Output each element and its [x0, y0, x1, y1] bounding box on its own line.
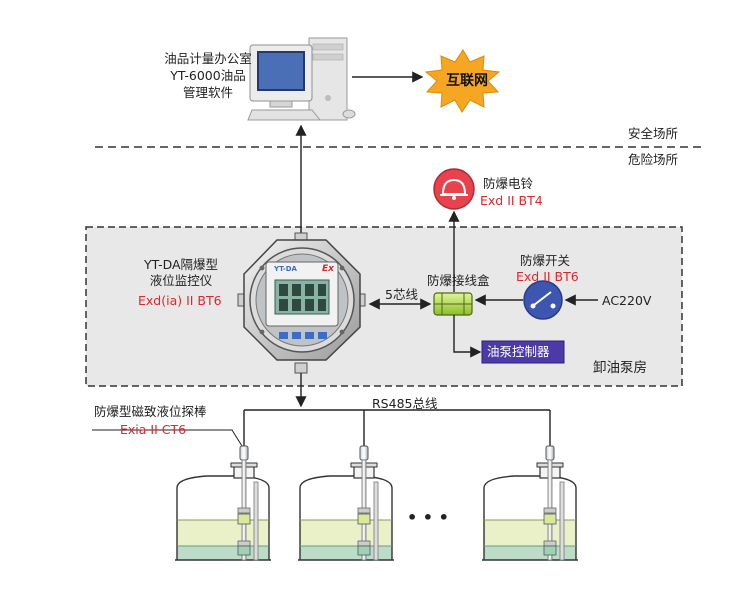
- alarm-bell-icon: [433, 168, 475, 210]
- office-line-1: 油品计量办公室: [164, 51, 252, 66]
- bell-rating: Exd II BT4: [480, 193, 543, 208]
- monitor-name-line-1: YT-DA隔爆型: [143, 257, 219, 272]
- tank-1: [175, 445, 271, 561]
- monitor-name: YT-DA隔爆型 液位监控仪: [128, 257, 234, 289]
- probe-label-leader: [92, 429, 243, 447]
- junction-box-icon: [433, 292, 473, 316]
- junction-box-name: 防爆接线盒: [427, 273, 490, 288]
- switch-name: 防爆开关: [520, 253, 571, 268]
- monitor-rating: Exd(ia) II BT6: [138, 293, 222, 308]
- tank-3: [482, 445, 578, 561]
- internet-starburst: [424, 49, 501, 113]
- switch-icon: [523, 280, 563, 320]
- probe-rating: Exia II CT6: [120, 422, 187, 437]
- office-line-3: 管理软件: [182, 85, 233, 100]
- probe-name: 防爆型磁致液位探棒: [94, 404, 207, 419]
- hazard-zone-label: 危险场所: [628, 152, 679, 167]
- switch-rating: Exd II BT6: [516, 269, 579, 284]
- pump-controller-box: [481, 340, 565, 364]
- pump-room-label: 卸油泵房: [593, 360, 647, 376]
- office-line-2: YT-6000油品: [170, 68, 246, 83]
- level-monitor-device: [237, 232, 366, 374]
- internet-label: 互联网: [446, 73, 488, 89]
- computer-icon: [247, 37, 356, 121]
- office-label: 油品计量办公室 YT-6000油品 管理软件: [148, 50, 268, 101]
- monitor-name-line-2: 液位监控仪: [149, 273, 213, 288]
- ellipsis: • • •: [407, 508, 449, 527]
- screen-brand: YT-DA: [274, 265, 297, 273]
- bell-name: 防爆电铃: [483, 176, 534, 191]
- power-label: AC220V: [602, 293, 652, 308]
- bus-label: RS485总线: [372, 396, 438, 411]
- junction-to-controller-line: [453, 315, 482, 358]
- safe-zone-label: 安全场所: [628, 126, 679, 141]
- five-core-label: 5芯线: [385, 287, 418, 302]
- ex-mark: Ex: [322, 264, 334, 274]
- pump-controller-label: 油泵控制器: [487, 344, 550, 359]
- tank-2: [298, 445, 394, 561]
